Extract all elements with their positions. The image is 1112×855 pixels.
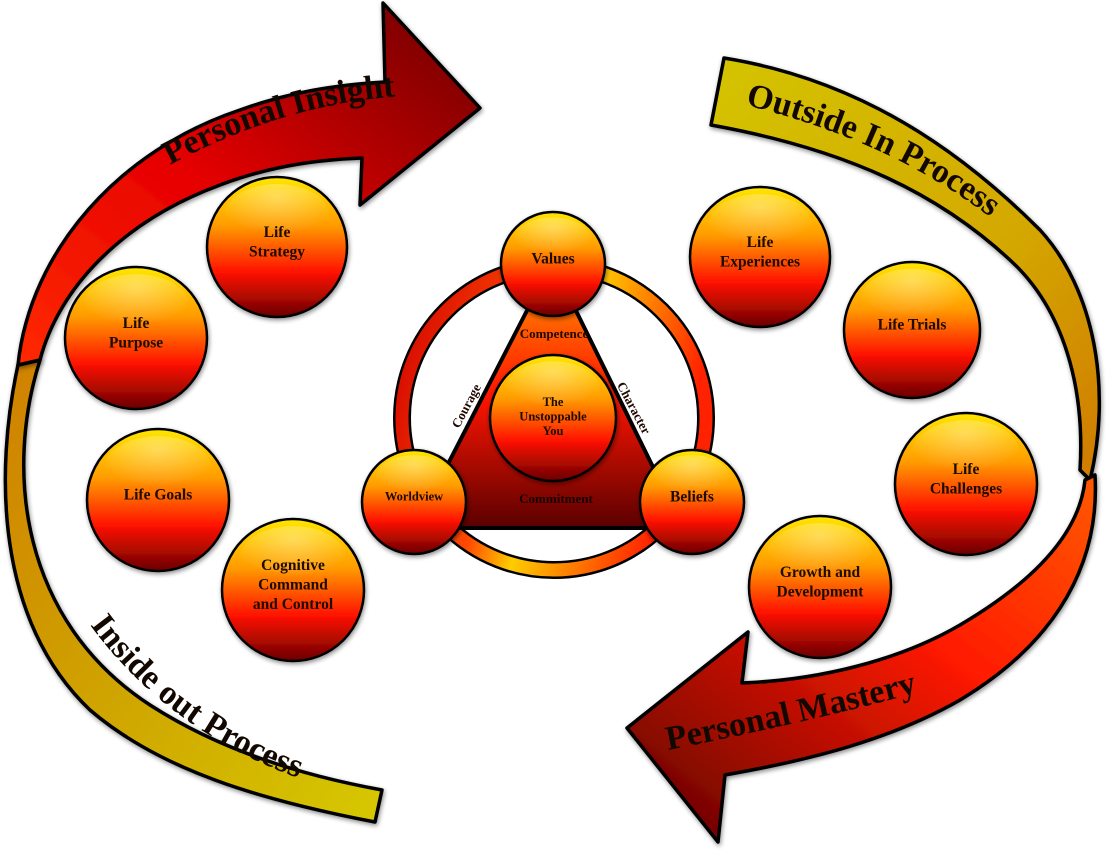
- bubble-label-line: Challenges: [930, 480, 1002, 497]
- bubble-label-line: Purpose: [109, 334, 163, 351]
- bubble-label-line: Growth and: [780, 564, 861, 581]
- bubble-life-trials: Life Trials: [842, 260, 982, 400]
- bubble-highlight: [861, 268, 963, 330]
- bubble-label-line: Strategy: [249, 243, 305, 260]
- bubble-highlight: [224, 184, 330, 247]
- bubble-label: Life Goals: [124, 487, 192, 504]
- side-label-competence: Competence: [520, 326, 589, 341]
- bubble-label-line: Life Goals: [124, 487, 192, 504]
- bubble-highlight: [375, 455, 453, 502]
- bubble-label-line: Unstoppable: [519, 410, 587, 424]
- personal-mastery-arrow: [625, 473, 1098, 844]
- bubble-values: Values: [499, 210, 607, 318]
- bubble-label: Beliefs: [670, 489, 714, 506]
- bubble-label-line: and Control: [253, 596, 334, 613]
- bubble-highlight: [912, 420, 1020, 484]
- bubble-highlight: [104, 436, 212, 500]
- bubble-label-line: Command: [258, 577, 328, 594]
- bubble-label: Values: [531, 251, 574, 268]
- bubble-highlight: [239, 526, 347, 590]
- bubble-label-line: Worldview: [385, 490, 443, 504]
- bubble-label-line: Life: [747, 234, 774, 251]
- bubble-label-line: Beliefs: [670, 489, 714, 506]
- bubble-worldview: Worldview: [360, 448, 468, 556]
- bubble-highlight: [514, 217, 592, 264]
- bubble-label: Worldview: [385, 490, 443, 504]
- bubble-life-goals: Life Goals: [85, 427, 231, 573]
- bubble-label-line: Values: [531, 251, 574, 268]
- bubble-label-line: Life Trials: [878, 317, 947, 334]
- bubble-label-line: The: [543, 395, 564, 409]
- bubble-highlight: [505, 361, 601, 418]
- bubble-highlight: [653, 455, 731, 502]
- side-label-commitment: Commitment: [519, 491, 593, 506]
- bubble-highlight: [82, 274, 190, 338]
- bubble-label-line: Experiences: [720, 253, 800, 270]
- bubble-beliefs: Beliefs: [638, 448, 746, 556]
- bubble-label-line: Cognitive: [261, 557, 325, 574]
- personal-insight-arrow: [16, 1, 482, 367]
- bubble-highlight: [707, 194, 813, 257]
- bubble-label-line: You: [543, 424, 564, 438]
- bubble-label: Life Trials: [878, 317, 947, 334]
- bubble-label-line: Life: [264, 224, 291, 241]
- bubble-label-line: Development: [777, 583, 865, 600]
- bubble-highlight: [766, 523, 874, 587]
- bubble-label-line: Life: [123, 315, 150, 332]
- inside-out-band: [3, 358, 384, 824]
- bubble-label-line: Life: [953, 461, 980, 478]
